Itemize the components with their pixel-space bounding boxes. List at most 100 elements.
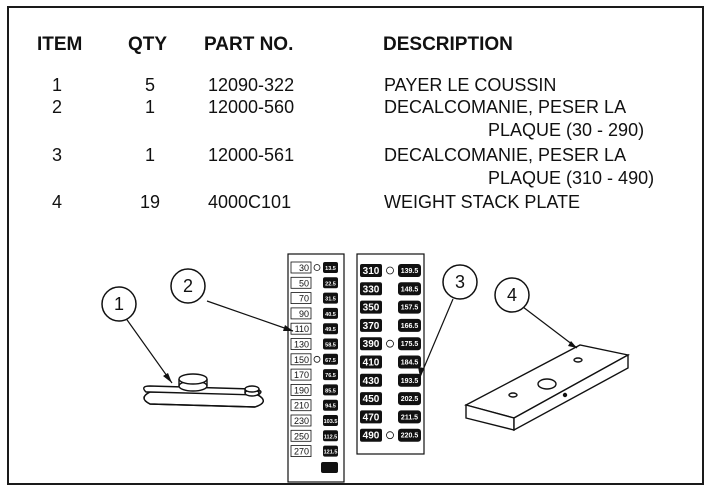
decal-right-kg-label: 202.5	[401, 396, 419, 403]
decal-left-pin-dot	[313, 264, 321, 271]
decal-left-weight-label: 50	[299, 278, 309, 288]
decal-right-weight-label: 310	[363, 266, 380, 277]
decal-left-kg-box	[323, 323, 338, 335]
decal-right-weight-label: 430	[363, 376, 380, 387]
row4-item: 4	[51, 192, 62, 212]
decal-right-kg-box	[398, 428, 421, 442]
callout-circle-1	[101, 286, 137, 322]
decal-left-kg-box	[323, 415, 338, 426]
decal-left-kg-label: 31.5	[325, 297, 336, 303]
decal-left-kg-box	[323, 353, 338, 365]
decal-left-weight-box	[290, 292, 312, 305]
header-item: ITEM	[37, 34, 83, 55]
decal-right-kg-box	[398, 373, 421, 387]
decal-left-weight-label: 170	[294, 370, 309, 380]
decal-right-weight-label: 490	[363, 431, 380, 442]
decal-left-kg-label: 58.5	[325, 343, 336, 349]
decal-right-weight-label: 410	[363, 358, 380, 369]
decal-right-kg-box	[398, 318, 421, 332]
decal-right-pin-dot	[386, 431, 394, 440]
decal-left-weight-label: 30	[299, 263, 309, 273]
row2-desc-line1: DECALCOMANIE, PESER LA	[384, 97, 627, 117]
decal-left-weight-label: 70	[299, 294, 309, 304]
header-description: DESCRIPTION	[383, 34, 513, 55]
decal-left-weight-label: 130	[294, 340, 309, 350]
row3-part: 12000-561	[208, 145, 295, 165]
row2-desc-line2: PLAQUE (30 - 290)	[488, 120, 645, 140]
decal-right-weight-label: 370	[363, 321, 380, 332]
decal-right-weight-label: 470	[363, 412, 380, 423]
decal-left-kg-label: 85.5	[325, 388, 336, 394]
header-part-no: PART NO.	[204, 34, 294, 55]
callout-leaders	[124, 298, 578, 384]
decal-right-kg-label: 139.5	[401, 268, 419, 275]
decal-left-weight-box	[290, 445, 312, 458]
decal-right-kg-label: 184.5	[401, 360, 419, 367]
decal-left-weight-label: 150	[294, 355, 309, 365]
decal-left-kg-label: 112.5	[324, 434, 337, 440]
header-qty: QTY	[128, 34, 168, 55]
seat-pad-drawing	[143, 373, 264, 408]
decal-left-blank-tab	[321, 462, 338, 473]
callout-label-1: 1	[114, 294, 124, 314]
decal-right-weight-label: 350	[363, 303, 380, 314]
callout-label-3: 3	[455, 272, 465, 292]
callout-label-2: 2	[183, 276, 193, 296]
decal-left-kg-box	[323, 307, 338, 319]
decal-left-weight-label: 210	[294, 401, 309, 411]
weight-plate-drawing	[464, 344, 630, 432]
row1-part: 12090-322	[208, 75, 295, 95]
decal-left-kg-box	[323, 399, 338, 411]
decal-left-weight-label: 270	[294, 447, 309, 457]
decal-right-kg-label: 211.5	[401, 414, 418, 421]
row1-item: 1	[51, 75, 62, 95]
decal-left-weight-box	[290, 414, 312, 427]
decal-right-weight-box	[360, 318, 382, 332]
decal-left-kg-label: 103.5	[324, 419, 338, 425]
decal-left-kg-label: 121.5	[324, 450, 338, 456]
decal-right-kg-box	[398, 410, 421, 424]
decal-left-kg-label: 13.5	[325, 266, 336, 272]
row1-desc: PAYER LE COUSSIN	[384, 75, 557, 95]
decal-left-pin-dot	[313, 355, 321, 363]
row4-part: 4000C101	[208, 192, 292, 212]
decal-left-kg-box	[323, 445, 338, 457]
decal-left-kg-box	[323, 430, 338, 442]
decal-left-kg-box	[323, 262, 338, 273]
decal-left-kg-box	[323, 369, 338, 381]
decal-right-weight-box	[360, 392, 382, 406]
decal-left-weight-box	[290, 399, 312, 412]
row2-item: 2	[51, 97, 62, 117]
decal-right-kg-box	[398, 355, 421, 369]
row2-part: 12000-560	[208, 97, 295, 117]
decal-left-kg-label: 76.5	[325, 373, 336, 379]
decal-right-weight-box	[360, 355, 382, 369]
decal-right-kg-box	[398, 282, 421, 296]
decal-left-weight-label: 110	[295, 324, 309, 334]
decal-left-kg-box	[323, 384, 338, 396]
decal-left-weight-box	[290, 322, 312, 335]
decal-right-kg-label: 193.5	[401, 378, 419, 385]
callout-label-4: 4	[507, 285, 517, 305]
decal-left-weight-box	[290, 353, 312, 366]
decal-right-weight-box	[360, 410, 382, 424]
row3-desc-line1: DECALCOMANIE, PESER LA	[384, 145, 627, 165]
decal-right-kg-box	[398, 392, 421, 406]
decal-right-weight-label: 390	[363, 339, 380, 350]
decal-left-kg-label: 67.5	[325, 358, 336, 364]
decal-left-kg-label: 22.5	[325, 281, 336, 287]
decal-left-weight-box	[290, 276, 312, 289]
decal-right-kg-label: 175.5	[401, 341, 419, 348]
decal-left-kg-box	[323, 338, 338, 350]
decal-left-weight-box	[290, 383, 312, 396]
decal-left-kg-label: 40.5	[325, 312, 336, 318]
decal-left-kg-label: 94.5	[325, 404, 336, 410]
decal-right-kg-label: 166.5	[401, 323, 419, 330]
decal-right-pin-dot	[386, 339, 394, 348]
decal-right-kg-label: 220.5	[401, 433, 419, 440]
decal-left-kg-label: 49.5	[325, 327, 336, 333]
decal-left-weight-label: 250	[294, 431, 309, 441]
row1-qty: 5	[144, 75, 155, 95]
